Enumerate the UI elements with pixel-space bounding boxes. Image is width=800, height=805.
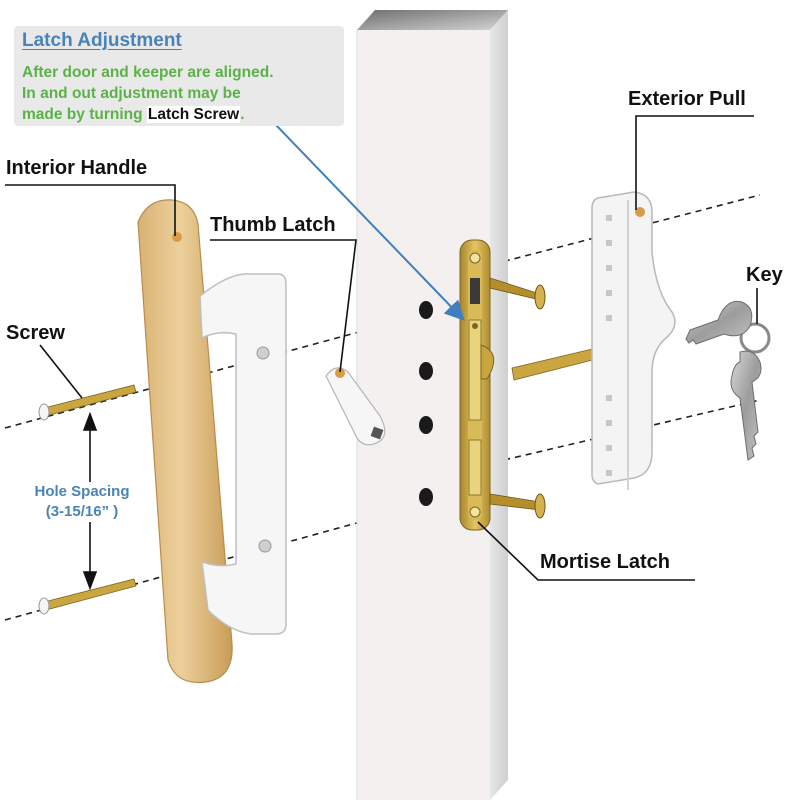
exterior-pull: [591, 191, 676, 490]
callout-lines: [5, 115, 758, 581]
pull-screw-lower: [489, 493, 546, 519]
screw-upper: [38, 384, 137, 421]
label-key: Key: [746, 264, 783, 286]
note-line-1: After door and keeper are aligned.: [22, 64, 274, 81]
label-screw: Screw: [6, 322, 65, 344]
interior-handle: [137, 199, 287, 684]
latch-screw-highlight: Latch Screw: [146, 106, 241, 123]
hole-spacing-line-1: Hole Spacing: [34, 483, 130, 500]
label-mortise-latch: Mortise Latch: [540, 551, 671, 573]
note-line-2: In and out adjustment may be: [22, 85, 241, 102]
latch-adjustment-body: After door and keeper are aligned. In an…: [22, 62, 342, 125]
pull-screw-upper: [489, 277, 546, 310]
hole-spacing-label: Hole Spacing (3-15/16” ): [20, 482, 144, 522]
keys: [685, 300, 771, 461]
label-interior-handle: Interior Handle: [6, 157, 148, 179]
mortise-latch-plate: [459, 239, 495, 531]
note-line-3: made by turning Latch Screw.: [22, 104, 342, 125]
note-line-3-prefix: made by turning: [22, 106, 147, 123]
hole-spacing-line-2: (3-15/16” ): [45, 503, 119, 520]
post-holes: [419, 301, 433, 506]
screw-lower: [38, 578, 137, 615]
label-thumb-latch: Thumb Latch: [210, 214, 336, 236]
label-exterior-pull: Exterior Pull: [628, 88, 746, 110]
thumb-latch: [325, 367, 386, 446]
latch-adjustment-title: Latch Adjustment: [22, 30, 182, 51]
note-line-3-suffix: .: [240, 106, 245, 123]
latch-screw-arrow: [274, 123, 465, 321]
